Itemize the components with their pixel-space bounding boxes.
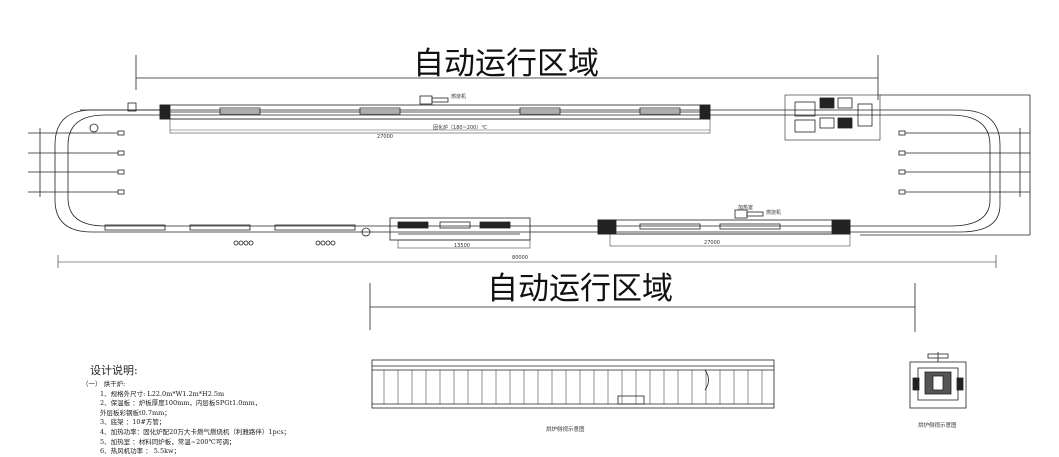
right-machinery-block [784,94,1031,236]
conveyor-loop [54,109,1001,233]
design-note-line: 3、底架 ：10#方管； [100,418,166,427]
top-burner-label: 燃烧机 [451,93,466,100]
design-note-line: （一） 烘干炉: [82,380,126,388]
design-note-line: 1、规格外尺寸: L22.0m*W1.2m*H2.5m [100,389,225,398]
design-note-line: 2、保温板 ：炉板厚度100mm，内层板SPGt1.0mm， [100,399,262,408]
top-left-device [80,102,160,133]
side-view-caption: 烘炉侧视示意图 [546,427,585,433]
design-notes: 设计说明: （一） 烘干炉: 1、规格外尺寸: L22.0m*W1.2m*H2.… [82,362,382,457]
top-burner-unit [419,95,449,105]
bottom-oven-dimension: 27000 [704,240,720,246]
end-view-caption: 烘炉侧视示意图 [918,423,957,429]
design-note-line: 外层板彩钢板t0.7mm； [100,408,171,417]
bottom-left-stations [104,224,371,246]
oven-end-view [909,352,967,409]
middle-unit-dimension: 13500 [454,243,470,249]
bottom-burner-label: 燃烧机 [766,209,781,216]
oven-side-view [371,359,775,409]
design-note-line: 4、加热功率：固化炉配20万大卡燃气燃烧机（利雅路伴）1pcs； [100,427,291,436]
top-curing-oven [159,104,711,134]
top-oven-label: 固化炉（180~200）℃ [433,124,487,131]
bottom-middle-unit [389,217,531,249]
design-note-line: 6、热风机功率 ： 5.5kw； [100,447,181,456]
right-transfer-arms [898,128,1030,197]
bottom-zone-bracket [369,283,916,332]
top-oven-dimension: 27000 [377,134,393,140]
overall-dimension: 80000 [512,255,528,261]
overall-dimension-line [57,255,997,268]
heating-room-label: 加热室 [738,204,753,211]
bottom-zone-title: 自动运行区域 [487,271,673,307]
design-note-line: 5、加热室 ：材料同炉板，常温~200℃可调； [100,437,236,446]
bottom-curing-oven [597,209,851,247]
design-notes-title: 设计说明: [90,364,138,377]
left-transfer-arms [28,128,125,197]
top-zone-bracket [135,55,879,100]
top-zone-title: 自动运行区域 [413,46,599,82]
